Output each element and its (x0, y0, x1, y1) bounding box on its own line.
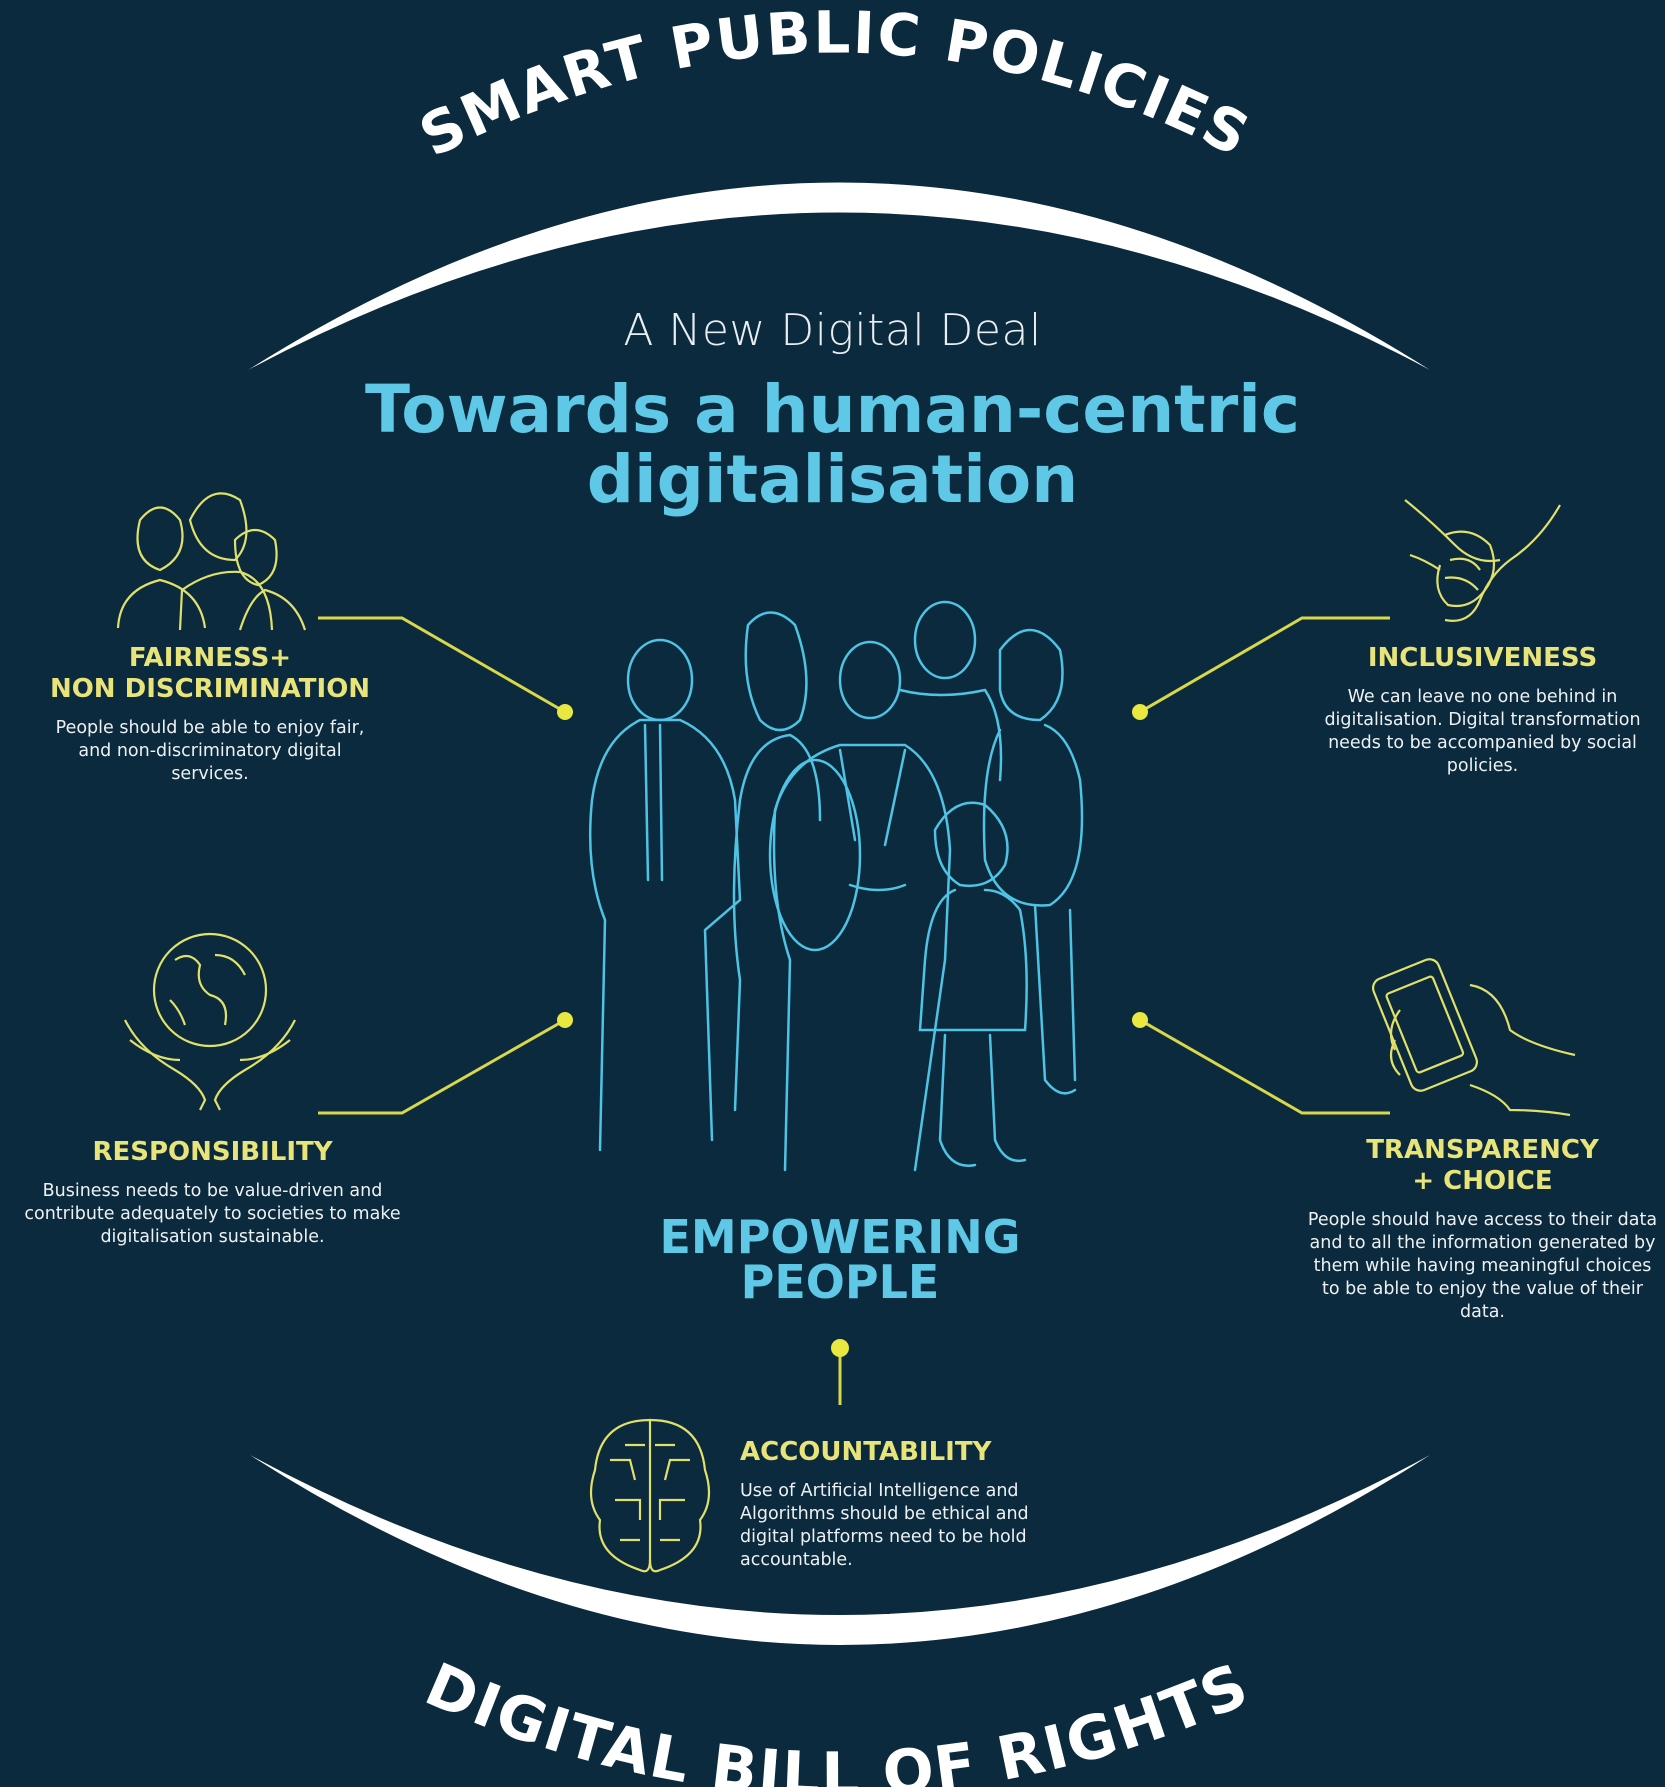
connector-dot-accountability (831, 1339, 849, 1357)
main-title-line2: digitalisation (586, 441, 1079, 518)
main-title-line1: Towards a human-centric (364, 371, 1301, 448)
subtitle: A New Digital Deal (623, 305, 1042, 356)
connector-responsibility (318, 1018, 566, 1115)
principle-responsibility: RESPONSIBILITY Business needs to be valu… (20, 1137, 405, 1249)
transparency-title: TRANSPARENCY + CHOICE (1305, 1135, 1660, 1197)
accountability-description: Use of Artificial Intelligence and Algor… (740, 1481, 1029, 1570)
holding-hands-icon (1404, 499, 1561, 622)
hand-holding-phone-icon (1371, 958, 1576, 1117)
fairness-title-line2: NON DISCRIMINATION (49, 674, 371, 704)
center-label-line1: EMPOWERING (659, 1210, 1021, 1264)
connector-dot-inclusiveness (1132, 704, 1148, 720)
principle-fairness: FAIRNESS+ NON DISCRIMINATION People shou… (30, 643, 390, 786)
transparency-title-line2: + CHOICE (1412, 1166, 1553, 1196)
center-label: EMPOWERING PEOPLE (580, 1210, 1100, 1309)
principle-inclusiveness: INCLUSIVENESS We can leave no one behind… (1300, 643, 1665, 778)
top-arc-text: SMART PUBLIC POLICIES (409, 0, 1261, 170)
responsibility-title: RESPONSIBILITY (92, 1137, 333, 1167)
responsibility-description: Business needs to be value-driven and co… (24, 1181, 401, 1247)
people-group-icon (588, 600, 1084, 1172)
accountability-title: ACCOUNTABILITY (740, 1437, 992, 1467)
main-title: Towards a human-centric digitalisation (330, 375, 1335, 515)
inclusiveness-description: We can leave no one behind in digitalisa… (1324, 687, 1641, 776)
circuit-brain-icon (589, 1418, 711, 1573)
connector-dot-fairness (557, 704, 573, 720)
transparency-title-line1: TRANSPARENCY (1366, 1135, 1599, 1165)
principle-accountability: ACCOUNTABILITY Use of Artificial Intelli… (740, 1437, 1070, 1572)
family-group-icon (116, 492, 307, 631)
fairness-title-line1: FAIRNESS+ (128, 643, 292, 673)
connector-transparency (1139, 1018, 1390, 1115)
center-label-line2: PEOPLE (740, 1255, 940, 1309)
top-crescent-arc (248, 182, 1430, 370)
principle-transparency: TRANSPARENCY + CHOICE People should have… (1305, 1135, 1660, 1324)
connector-inclusiveness (1139, 616, 1390, 714)
globe-in-hands-icon (124, 932, 296, 1111)
transparency-description: People should have access to their data … (1307, 1210, 1658, 1322)
inclusiveness-title: INCLUSIVENESS (1367, 643, 1598, 673)
connector-dot-transparency (1132, 1012, 1148, 1028)
fairness-title: FAIRNESS+ NON DISCRIMINATION (30, 643, 390, 705)
bottom-arc-text: DIGITAL BILL OF RIGHTS (416, 1650, 1260, 1787)
connector-dot-responsibility (557, 1012, 573, 1028)
bottom-crescent-arc (250, 1455, 1430, 1645)
connector-fairness (318, 616, 566, 714)
fairness-description: People should be able to enjoy fair, and… (55, 718, 365, 784)
